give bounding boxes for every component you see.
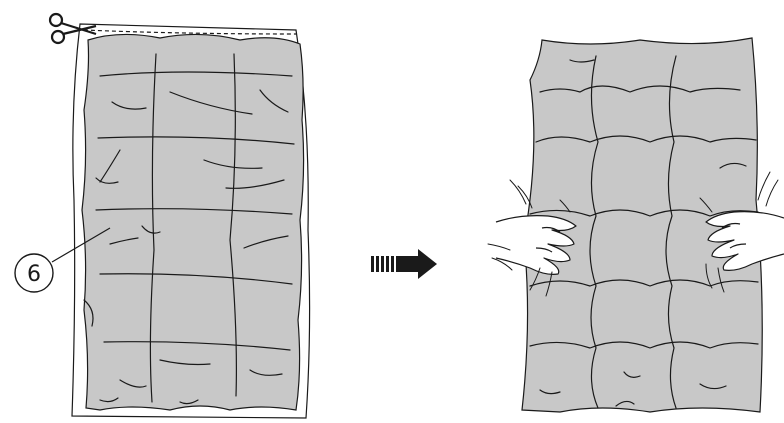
quilt-puffs — [529, 55, 759, 409]
right-hand-icon — [705, 211, 784, 271]
left-hand-icon — [495, 215, 577, 275]
expanded-fabric — [521, 37, 763, 413]
cut-line — [83, 29, 297, 35]
expanded-duvet — [521, 37, 763, 413]
compressed-fabric — [81, 33, 305, 411]
callout-number: 6 — [27, 262, 41, 287]
packed-duvet — [71, 23, 311, 419]
fabric-creases — [83, 53, 295, 405]
arrow-right-icon — [371, 249, 437, 279]
scissors-icon — [48, 12, 97, 45]
motion-lines — [487, 171, 779, 297]
callout-6: 6 — [14, 227, 111, 293]
